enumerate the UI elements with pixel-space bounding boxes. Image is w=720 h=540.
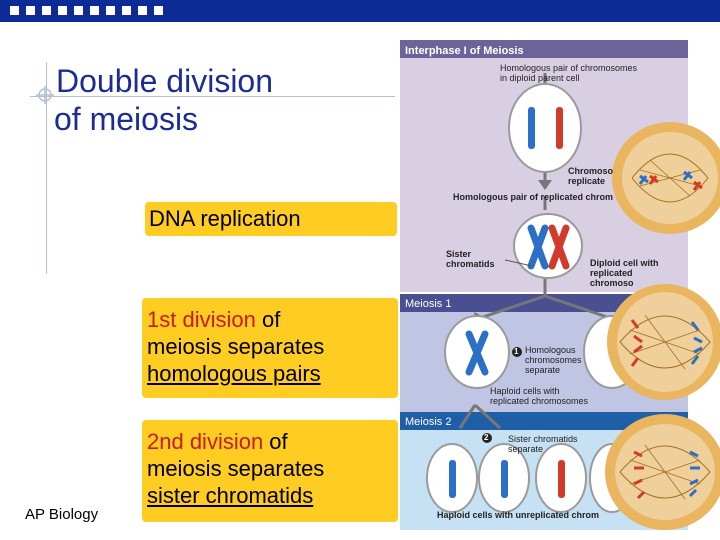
micrograph-image [607, 284, 720, 400]
label-line: replicated chromosomes [490, 396, 589, 406]
first-division-box: 1st division of meiosis separates homolo… [142, 298, 398, 398]
slide-title: Double division of meiosis [54, 62, 274, 138]
interphase-header-bg [400, 40, 688, 58]
title-guide-vertical [46, 62, 47, 274]
second-division-term: 2nd division [147, 429, 264, 454]
cell-icon [513, 213, 583, 279]
label-line: Chromoso [568, 166, 613, 176]
micrograph-image [605, 414, 720, 530]
bar-square [42, 6, 51, 15]
sister-chromatids-label: Sister chromatids [446, 249, 495, 269]
first-division-line2: meiosis separates [147, 334, 325, 359]
arrow-icon [538, 180, 552, 190]
footer-label: AP Biology [25, 506, 99, 523]
step-number-badge [512, 347, 522, 357]
second-division-of: of [263, 429, 288, 454]
bar-square [10, 6, 19, 15]
label-line: replicate [568, 176, 606, 186]
second-division-line3: sister chromatids [147, 483, 314, 508]
step-number-badge [482, 433, 492, 443]
step1-number: 1 [514, 347, 519, 356]
bar-square [122, 6, 131, 15]
haploid-replicated-label: Haploid cells with replicated chromosome… [490, 386, 588, 406]
chromosome-icon [465, 330, 489, 376]
chromosome-icon [528, 107, 535, 149]
chromosome-icon [501, 460, 508, 498]
crosshair-icon [36, 86, 54, 104]
arrow-icon [544, 294, 611, 320]
label-line: Homologous [525, 345, 576, 355]
step2-number: 2 [484, 433, 489, 442]
label-line: separate [525, 365, 561, 375]
first-division-of: of [255, 307, 281, 332]
chromosome-icon [527, 224, 549, 270]
bar-square [26, 6, 35, 15]
meiosis2-header: Meiosis 2 [405, 416, 452, 428]
label-line: in diploid parent cell [500, 73, 580, 83]
first-division-line3: homologous pairs [147, 361, 321, 386]
second-division-box: 2nd division of meiosis separates sister… [142, 420, 398, 522]
diploid-cell-label: Diploid cell with replicated chromoso [590, 258, 659, 288]
arrow-icon [479, 294, 546, 320]
chromosome-icon [548, 224, 570, 270]
cell-icon [508, 83, 582, 173]
label-line: separate [508, 444, 544, 454]
label-line: Sister [446, 249, 472, 259]
title-guide-horizontal [30, 96, 395, 97]
bar-square [90, 6, 99, 15]
arrow-icon [458, 404, 477, 429]
chromosome-icon [558, 460, 565, 498]
bar-square [58, 6, 67, 15]
second-division-line2: meiosis separates [147, 456, 325, 481]
bar-square [74, 6, 83, 15]
bar-square [106, 6, 115, 15]
step1-label: Homologous chromosomes separate [525, 345, 582, 375]
label-line: Sister chromatids [508, 434, 578, 444]
label-line: Homologous pair of chromosomes [500, 63, 638, 73]
homologous-pair-diploid-label: Homologous pair of chromosomes in diploi… [500, 63, 637, 83]
meiosis1-header-bg [400, 294, 688, 312]
label-leader [504, 259, 533, 267]
haploid-unreplicated-label: Haploid cells with unreplicated chrom [437, 510, 600, 520]
meiosis1-header: Meiosis 1 [405, 298, 452, 310]
slide-top-bar [0, 0, 720, 22]
label-line: chromatids [446, 259, 495, 269]
meiosis2-header-bg [400, 412, 688, 430]
label-line: chromoso [590, 278, 634, 288]
interphase-header: Interphase I of Meiosis [405, 45, 524, 57]
label-line: replicated [590, 268, 633, 278]
step2-label: Sister chromatids separate [508, 434, 578, 454]
homologous-pair-replicated-label: Homologous pair of replicated chrom [453, 192, 614, 202]
chromosome-icon [556, 107, 563, 149]
label-line: Haploid cells with [490, 386, 560, 396]
chromosome-icon [449, 460, 456, 498]
bar-square [138, 6, 147, 15]
title-line-2: of meiosis [54, 101, 199, 137]
first-division-term: 1st division [147, 307, 256, 332]
chromosomes-replicate-label: Chromoso replicate [568, 166, 613, 186]
dna-replication-label: DNA replication [149, 206, 301, 231]
arrow-icon [473, 403, 502, 430]
title-line-1: Double division [56, 63, 274, 99]
label-line: Diploid cell with [590, 258, 659, 268]
label-line: chromosomes [525, 355, 582, 365]
meiosis-figure [400, 40, 720, 530]
micrograph-image [612, 122, 720, 234]
bar-square [154, 6, 163, 15]
dna-replication-box: DNA replication [145, 202, 397, 236]
